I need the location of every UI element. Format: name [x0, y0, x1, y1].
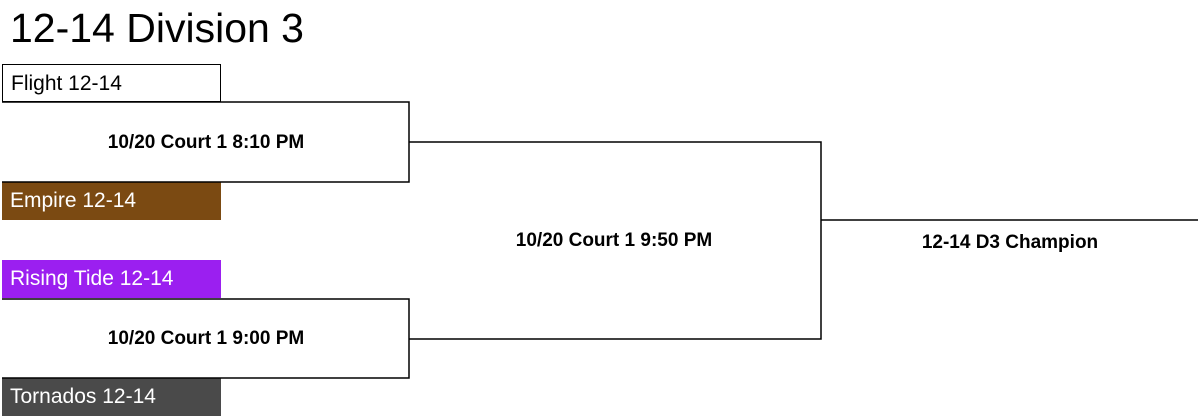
final-label: 10/20 Court 1 9:50 PM	[515, 230, 713, 251]
semifinal-2-label: 10/20 Court 1 9:00 PM	[107, 328, 305, 349]
team-slot-empire: Empire 12-14	[2, 182, 221, 220]
team-name: Empire 12-14	[10, 189, 137, 212]
team-name: Tornados 12-14	[10, 385, 156, 408]
champion-label: 12-14 D3 Champion	[921, 232, 1099, 253]
team-slot-flight: Flight 12-14	[2, 64, 221, 102]
team-slot-rising-tide: Rising Tide 12-14	[2, 260, 221, 298]
team-slot-tornados: Tornados 12-14	[2, 378, 221, 416]
team-name: Rising Tide 12-14	[10, 267, 174, 290]
bracket-title: 12-14 Division 3	[10, 5, 304, 51]
final-connector	[409, 141, 822, 340]
team-name: Flight 12-14	[11, 72, 122, 95]
semifinal-1-label: 10/20 Court 1 8:10 PM	[107, 132, 305, 153]
